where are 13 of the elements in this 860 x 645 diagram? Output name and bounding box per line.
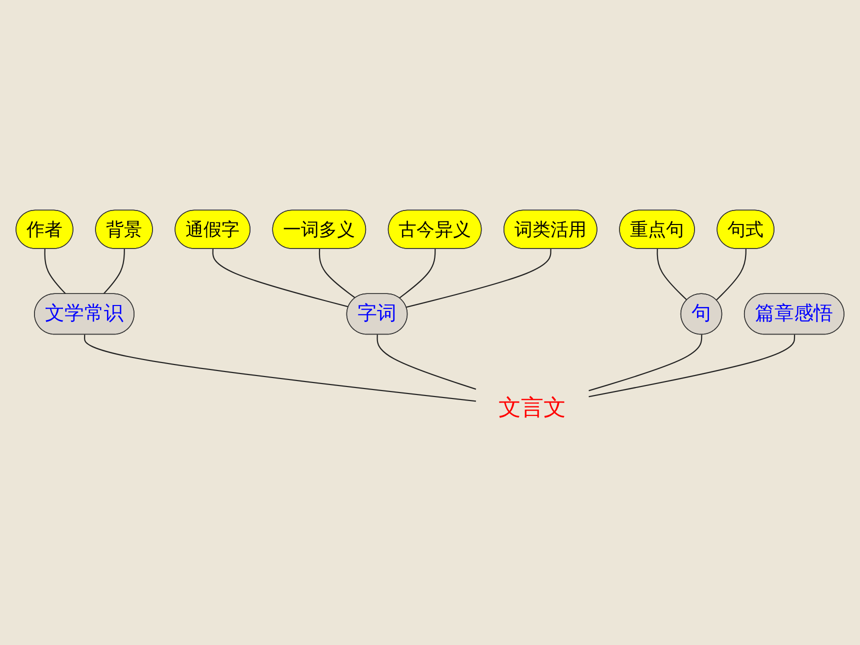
node-text: 文言文 bbox=[498, 394, 566, 420]
connector bbox=[84, 334, 476, 402]
connector bbox=[716, 248, 746, 300]
connector bbox=[103, 248, 125, 294]
connector bbox=[212, 248, 349, 307]
connector bbox=[44, 248, 66, 294]
connector bbox=[318, 248, 356, 298]
connector bbox=[656, 248, 688, 300]
connector bbox=[588, 334, 702, 391]
connector bbox=[588, 334, 796, 397]
connector bbox=[376, 334, 476, 390]
connector bbox=[406, 248, 552, 308]
connector bbox=[399, 248, 436, 298]
